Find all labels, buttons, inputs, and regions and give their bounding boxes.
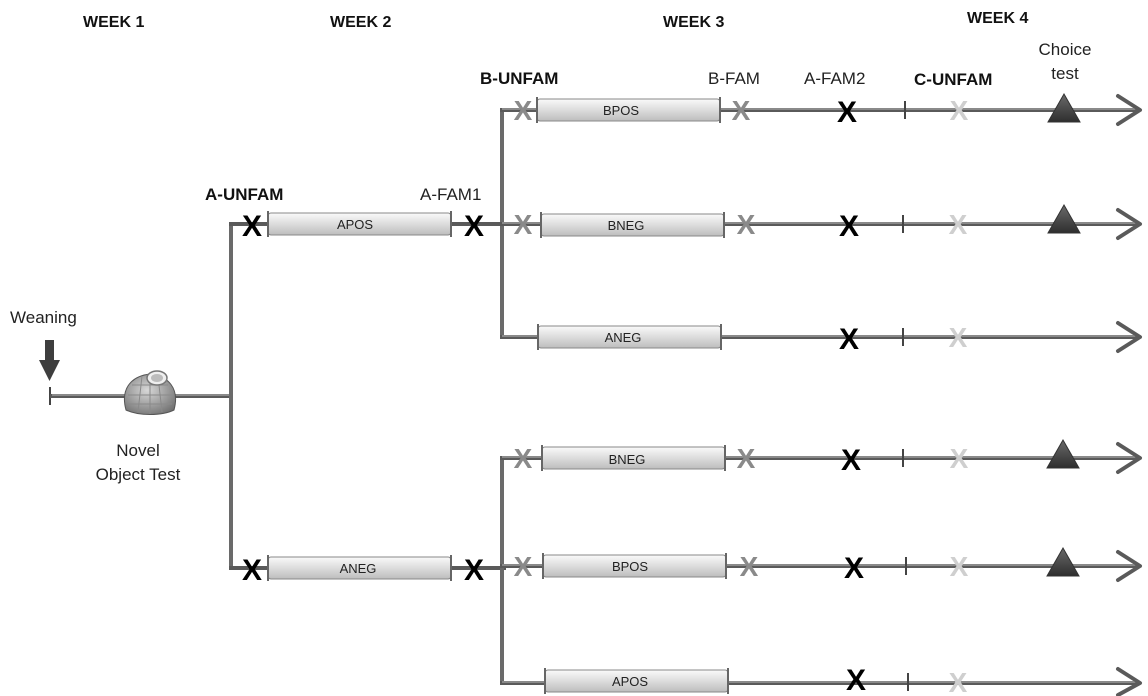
row-3-a-fam2-mark: X — [839, 323, 859, 356]
row-6-arrowhead-icon — [1116, 667, 1142, 696]
row-1-box-label: BPOS — [603, 103, 639, 118]
a-unfam-upper-mark: X — [242, 210, 262, 243]
choice-test-triangle-row-1 — [1047, 92, 1081, 123]
row-1-b-fam-mark: X — [732, 95, 751, 126]
row-4-arrowhead-icon — [1116, 442, 1142, 474]
phase-label-b-unfam: B-UNFAM — [480, 69, 558, 88]
row-6-a-fam2-mark: X — [846, 664, 866, 696]
novel-object-label-line1: Novel — [116, 441, 159, 460]
row-5-arrowhead-icon — [1116, 550, 1142, 582]
row-3-box-label: ANEG — [605, 330, 642, 345]
row-1-arrowhead-icon — [1116, 94, 1142, 126]
row-4-b-fam-mark: X — [737, 443, 756, 474]
row-5-a-fam2-mark: X — [844, 552, 864, 585]
row-2-b-unfam-mark: X — [514, 209, 533, 240]
row-1-c-unfam-mark: X — [950, 95, 969, 126]
week-2-label: WEEK 2 — [330, 14, 391, 31]
row-5-b-unfam-mark: X — [514, 551, 533, 582]
timeline-row-6: APOS X X — [500, 664, 1142, 696]
weaning-arrow-icon — [39, 340, 60, 381]
week-1-label: WEEK 1 — [83, 14, 144, 31]
timeline-row-2: X BNEG X X X — [500, 208, 1142, 243]
row-2-a-fam2-mark: X — [839, 210, 859, 243]
weaning-label: Weaning — [10, 308, 77, 327]
row-2-arrowhead-icon — [1116, 208, 1142, 240]
row-3-arrowhead-icon — [1116, 321, 1142, 353]
phase-label-b-fam: B-FAM — [708, 69, 760, 88]
novel-object-label-line2: Object Test — [96, 465, 181, 484]
a-fam1-upper-mark: X — [464, 210, 484, 243]
row-5-box-label: BPOS — [612, 559, 648, 574]
choice-test-triangle-row-5 — [1046, 546, 1080, 577]
row-2-box-label: BNEG — [608, 218, 645, 233]
row-2-c-unfam-mark: X — [949, 209, 968, 240]
choice-test-label-line1: Choice — [1039, 40, 1092, 59]
week-4-label: WEEK 4 — [967, 10, 1028, 27]
a-unfam-lower-mark: X — [242, 554, 262, 587]
choice-test-triangle-row-4 — [1046, 438, 1080, 469]
row-1-a-fam2-mark: X — [837, 96, 857, 129]
row-6-box-label: APOS — [612, 674, 648, 689]
row-5-b-fam-mark: X — [740, 551, 759, 582]
timeline-row-4: X BNEG X X X — [500, 442, 1142, 477]
week2-upper-box: APOS — [267, 211, 452, 237]
row-4-a-fam2-mark: X — [841, 444, 861, 477]
choice-test-triangle-row-2 — [1047, 203, 1081, 234]
phase-label-a-fam1: A-FAM1 — [420, 185, 481, 204]
phase-label-a-unfam: A-UNFAM — [205, 185, 283, 204]
timeline-row-1: X BPOS X X X — [500, 94, 1142, 129]
week2-upper-box-label: APOS — [337, 217, 373, 232]
timeline-row-3: ANEG X X — [500, 321, 1142, 356]
row-1-b-unfam-mark: X — [514, 95, 533, 126]
phase-label-c-unfam: C-UNFAM — [914, 70, 992, 89]
week-3-label: WEEK 3 — [663, 14, 724, 31]
a-fam1-lower-mark: X — [464, 554, 484, 587]
row-2-b-fam-mark: X — [737, 209, 756, 240]
novel-object-icon — [124, 370, 176, 415]
row-3-c-unfam-mark: X — [949, 322, 968, 353]
timeline-row-5: X BPOS X X X — [500, 550, 1142, 585]
row-4-c-unfam-mark: X — [950, 443, 969, 474]
week2-lower-box: ANEG — [267, 555, 452, 581]
phase-label-a-fam2: A-FAM2 — [804, 69, 865, 88]
row-4-box-label: BNEG — [609, 452, 646, 467]
choice-test-label-line2: test — [1051, 64, 1079, 83]
row-4-b-unfam-mark: X — [514, 443, 533, 474]
row-5-c-unfam-mark: X — [950, 551, 969, 582]
row-6-c-unfam-mark: X — [949, 667, 968, 696]
week2-lower-box-label: ANEG — [340, 561, 377, 576]
